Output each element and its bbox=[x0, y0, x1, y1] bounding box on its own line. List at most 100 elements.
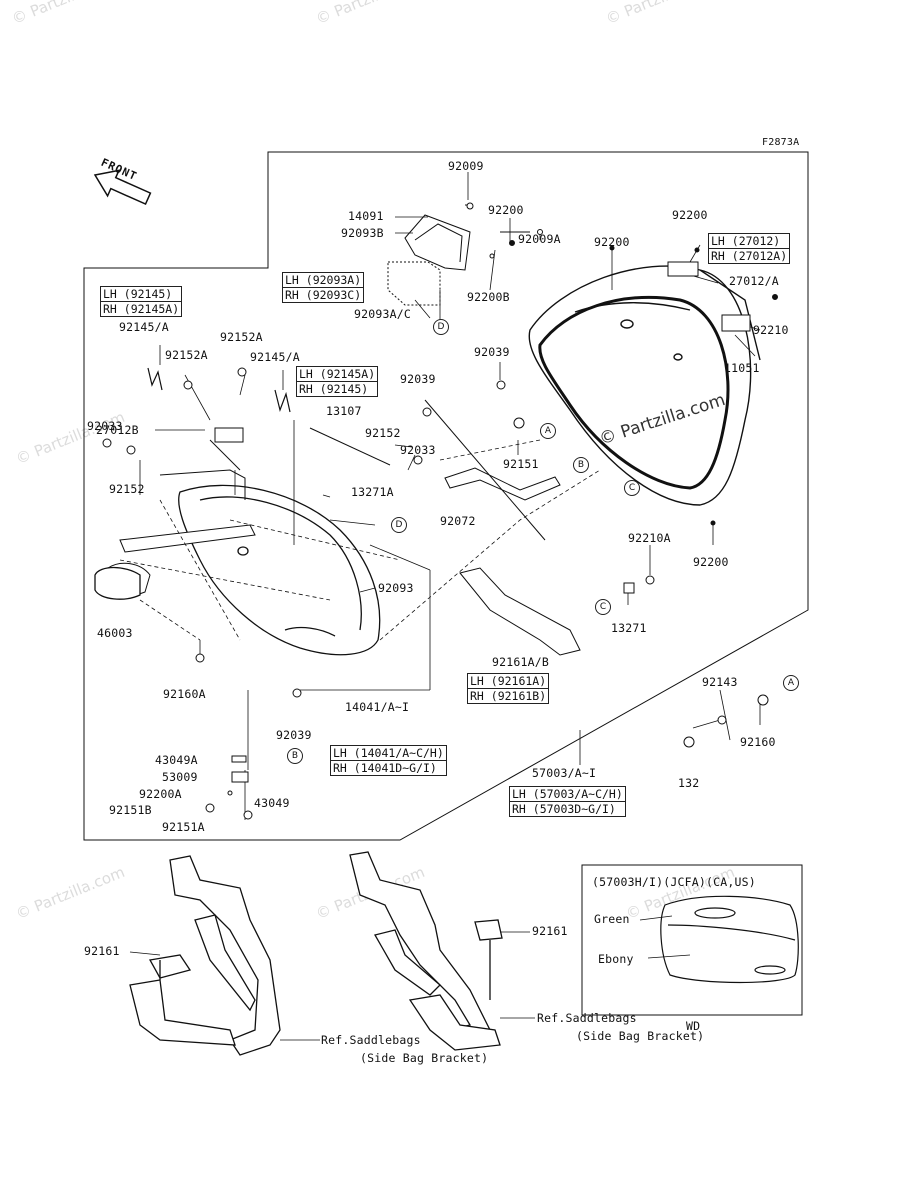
bracket-11051 bbox=[721, 314, 751, 332]
hook-92145-right bbox=[274, 389, 291, 413]
callout-C: C bbox=[595, 599, 611, 615]
bottom-leaders bbox=[129, 931, 535, 1041]
figure-code: F2873A bbox=[762, 137, 800, 148]
part-label: 92145/A bbox=[250, 350, 300, 364]
inset-color-label: Ebony bbox=[598, 952, 634, 966]
inset-leader-green bbox=[639, 915, 673, 921]
side-bag-bracket-right bbox=[349, 851, 503, 1051]
lhrh-row: LH (14041/A~C/H) bbox=[333, 746, 444, 760]
clip-27012a bbox=[667, 261, 699, 277]
clip-27012b bbox=[214, 427, 244, 443]
part-label: 13271 bbox=[611, 621, 647, 635]
part-label: 92009A bbox=[518, 232, 561, 246]
part-label: 92160 bbox=[740, 735, 776, 749]
part-label: 92033 bbox=[400, 443, 436, 457]
inset-title: (57003H/I)(JCFA)(CA,US) bbox=[592, 875, 756, 889]
part-label: 92200 bbox=[594, 235, 630, 249]
part-label: 43049A bbox=[155, 753, 198, 767]
callout-D: D bbox=[391, 517, 407, 533]
inset-variant-label: WD bbox=[686, 1019, 701, 1033]
ref-label: Ref.Saddlebags bbox=[537, 1011, 637, 1025]
leader-lines bbox=[139, 172, 761, 820]
strap-92072 bbox=[444, 467, 561, 501]
part-label: 92093B bbox=[341, 226, 384, 240]
lhrh-row: LH (92145) bbox=[103, 287, 173, 301]
callout-D: D bbox=[433, 319, 449, 335]
nut-13271 bbox=[623, 582, 635, 594]
lhrh-table: LH (92161A) RH (92161B) bbox=[467, 673, 550, 704]
mat-92161ab bbox=[459, 567, 581, 656]
part-label: 92151B bbox=[109, 803, 152, 817]
ref-label: (Side Bag Bracket) bbox=[576, 1029, 705, 1043]
plate-43049a bbox=[231, 755, 247, 763]
lhrh-row: RH (92161B) bbox=[468, 688, 549, 703]
part-label: 92072 bbox=[440, 514, 476, 528]
part-label: 13107 bbox=[326, 404, 362, 418]
part-label: 132 bbox=[678, 776, 700, 790]
part-label: 53009 bbox=[162, 770, 198, 784]
inset-color-label: Green bbox=[594, 912, 630, 926]
part-label: 92161 bbox=[532, 924, 568, 938]
saddlebag-shell-right bbox=[528, 265, 761, 506]
dashed-lines bbox=[119, 439, 601, 641]
callout-A: A bbox=[783, 675, 799, 691]
part-label: 46003 bbox=[97, 626, 133, 640]
part-label: 92152A bbox=[165, 348, 208, 362]
lhrh-row: RH (92145A) bbox=[101, 301, 182, 316]
main-frame bbox=[83, 151, 809, 841]
part-label: 92009 bbox=[448, 159, 484, 173]
callout-B: B bbox=[287, 748, 303, 764]
side-bag-bracket-left bbox=[129, 855, 281, 1056]
color-variant-inset-frame bbox=[581, 864, 803, 1016]
part-label: 92200 bbox=[693, 555, 729, 569]
lhrh-row: LH (57003/A~C/H) bbox=[512, 787, 623, 801]
part-label: 92161A/B bbox=[492, 655, 549, 669]
part-label: 92200A bbox=[139, 787, 182, 801]
part-label: 92210A bbox=[628, 531, 671, 545]
lhrh-row: LH (92145A) bbox=[299, 367, 376, 381]
part-label: 92160A bbox=[163, 687, 206, 701]
inset-leader-ebony bbox=[647, 954, 691, 959]
part-label: 92039 bbox=[474, 345, 510, 359]
inset-bag bbox=[660, 895, 799, 984]
lhrh-row: RH (92145) bbox=[297, 381, 378, 396]
front-arrow bbox=[93, 169, 152, 206]
part-label: 92151A bbox=[162, 820, 205, 834]
ref-label: Ref.Saddlebags bbox=[321, 1033, 421, 1047]
part-label: 43049 bbox=[254, 796, 290, 810]
inner-bag-shell-left bbox=[178, 484, 381, 656]
part-label: 92152 bbox=[365, 426, 401, 440]
callout-C: C bbox=[624, 480, 640, 496]
ref-label: (Side Bag Bracket) bbox=[360, 1051, 489, 1065]
part-label: 27012B bbox=[96, 423, 139, 437]
part-label: 57003/A~I bbox=[532, 766, 597, 780]
lhrh-row: LH (27012) bbox=[711, 234, 781, 248]
part-label: 92033 bbox=[87, 419, 123, 433]
callout-A: A bbox=[540, 423, 556, 439]
part-label: 92093 bbox=[378, 581, 414, 595]
part-label: 11051 bbox=[724, 361, 760, 375]
part-label: 92200 bbox=[488, 203, 524, 217]
bracket-53009 bbox=[231, 771, 249, 783]
hook-92145-left bbox=[147, 367, 163, 391]
part-label: 92161 bbox=[84, 944, 120, 958]
part-label: 92039 bbox=[276, 728, 312, 742]
lhrh-table: LH (92145) RH (92145A) bbox=[100, 286, 183, 317]
part-label: 92039 bbox=[400, 372, 436, 386]
part-label: 14041/A~I bbox=[345, 700, 410, 714]
lhrh-table: LH (27012) RH (27012A) bbox=[708, 233, 791, 264]
part-label: 92145/A bbox=[119, 320, 169, 334]
part-label: 92143 bbox=[702, 675, 738, 689]
part-label: 13271A bbox=[351, 485, 394, 499]
part-label: 14091 bbox=[348, 209, 384, 223]
lhrh-table: LH (92093A) RH (92093C) bbox=[282, 272, 365, 303]
rod-13107 bbox=[309, 427, 391, 466]
part-label: 27012/A bbox=[729, 274, 779, 288]
lhrh-row: LH (92161A) bbox=[470, 674, 547, 688]
part-label: 92093A/C bbox=[354, 307, 411, 321]
part-label: 92210 bbox=[753, 323, 789, 337]
lhrh-row: RH (92093C) bbox=[283, 287, 364, 302]
small-hardware bbox=[102, 202, 778, 820]
part-label: 92200 bbox=[672, 208, 708, 222]
